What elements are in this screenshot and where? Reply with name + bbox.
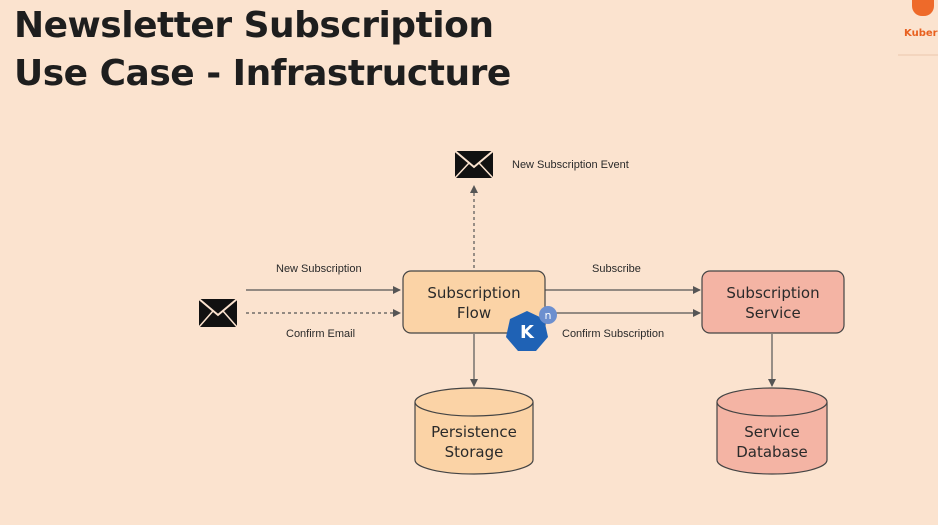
kubernetes-icon: [912, 0, 934, 16]
edge-label-confirm-subscription: Confirm Subscription: [562, 328, 664, 340]
storage-label-2: Storage: [445, 443, 504, 461]
edge-label-confirm-email: Confirm Email: [286, 328, 355, 340]
database-label-2: Database: [736, 443, 808, 461]
persistence-storage-node: Persistence Storage: [414, 387, 534, 475]
kubernetes-logo: Kuber: [898, 0, 938, 56]
database-label-1: Service: [744, 423, 799, 441]
edge-label-new-subscription: New Subscription: [276, 263, 362, 275]
knative-superscript: n: [545, 309, 552, 322]
subscription-flow-node: Subscription Flow: [402, 270, 546, 334]
title-line-1: Newsletter Subscription: [14, 5, 494, 46]
service-label-2: Service: [745, 304, 800, 322]
subscription-service-node: Subscription Service: [701, 270, 845, 334]
flow-label-2: Flow: [457, 304, 491, 322]
envelope-icon: [454, 150, 494, 179]
flow-label-1: Subscription: [427, 284, 520, 302]
edge-label-subscribe: Subscribe: [592, 263, 641, 275]
edge-label-new-subscription-event: New Subscription Event: [512, 159, 629, 171]
storage-label-1: Persistence: [431, 423, 517, 441]
service-database-node: Service Database: [716, 387, 828, 475]
envelope-icon: [198, 298, 238, 328]
logo-text: Kuber: [904, 28, 938, 39]
slide-title: Newsletter Subscription Use Case - Infra…: [14, 2, 511, 98]
title-line-2: Use Case - Infrastructure: [14, 53, 511, 94]
knative-icon: K n: [506, 306, 557, 351]
knative-letter: K: [520, 322, 535, 343]
service-label-1: Subscription: [726, 284, 819, 302]
